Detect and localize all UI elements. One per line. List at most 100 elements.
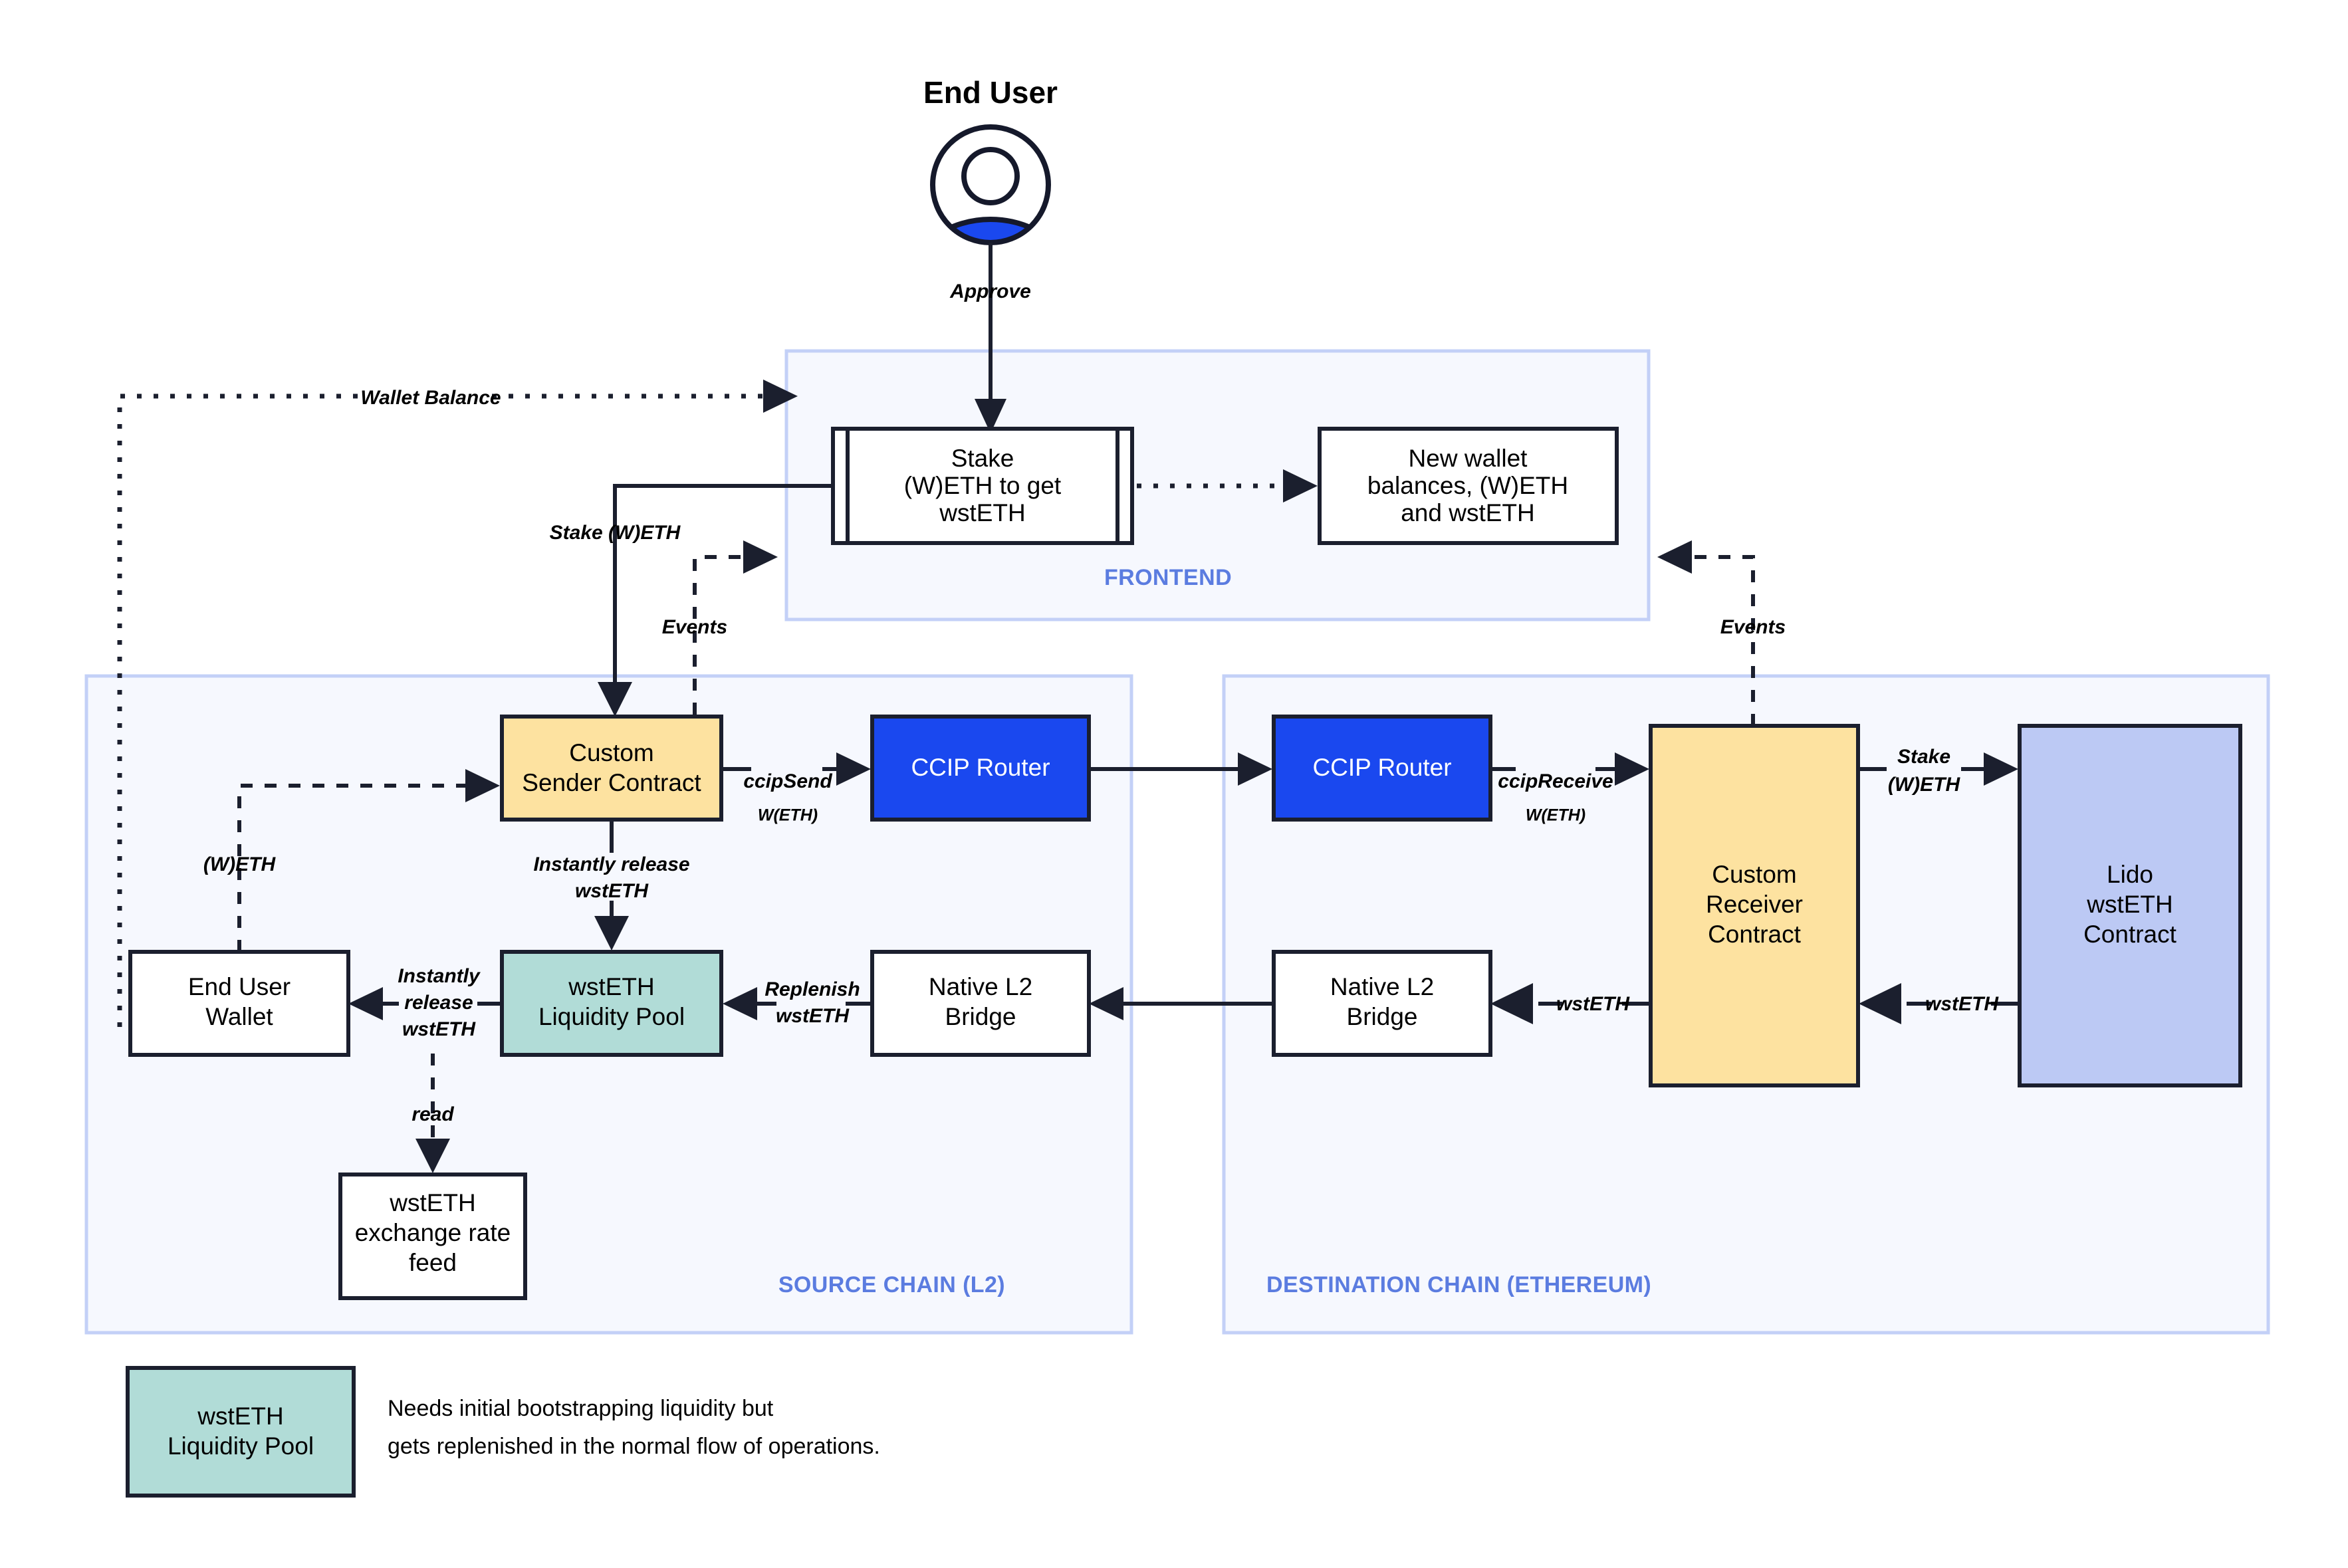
edge-label-read: read	[411, 1103, 454, 1125]
edge-label-wallet-balance: Wallet Balance	[360, 387, 501, 409]
lido-contract-line3: Contract	[2083, 921, 2177, 948]
stake-form-line3: wstETH	[939, 499, 1026, 526]
edge-ccip-send: ccipSend W(ETH)	[721, 752, 871, 825]
ccip-router-source-rect[interactable]	[870, 715, 1091, 822]
legend-swatch-line2: Liquidity Pool	[168, 1432, 314, 1460]
edge-label-ccip-receive-token: W(ETH)	[1526, 806, 1585, 825]
node-ccip-router-dest[interactable]: CCIP Router	[1272, 715, 1492, 822]
rate-feed-line2: exchange rate	[355, 1219, 511, 1246]
stake-form-line2: (W)ETH to get	[904, 472, 1062, 499]
legend: wstETH Liquidity Pool Needs initial boot…	[126, 1366, 880, 1498]
edge-label-events-dest: Events	[1720, 616, 1786, 638]
receiver-contract-line3: Contract	[1708, 921, 1802, 948]
stake-form-rect[interactable]	[831, 427, 1134, 545]
arrow-head-stake-weth	[598, 682, 632, 717]
edge-label-ccip-send: ccipSend	[743, 770, 832, 792]
edge-label-wsteth-lido: wstETH	[1925, 993, 1999, 1015]
edge-events-dest: Events	[1657, 540, 1786, 726]
liquidity-pool-line2: Liquidity Pool	[538, 1003, 685, 1030]
stake-form-line1: Stake	[951, 445, 1014, 472]
receiver-contract-rect[interactable]	[1649, 724, 1860, 1087]
node-sender-contract[interactable]: Custom Sender Contract	[500, 715, 723, 822]
sender-contract-line1: Custom	[569, 739, 653, 766]
node-native-bridge-source[interactable]: Native L2 Bridge	[870, 950, 1091, 1057]
edge-weth-to-sender: (W)ETH	[203, 769, 500, 952]
edge-stake-to-balances	[1137, 469, 1318, 503]
edge-stake-weth-dest: Stake (W)ETH	[1858, 746, 2018, 796]
native-bridge-source-line1: Native L2	[929, 973, 1032, 1000]
rate-feed-rect[interactable]	[338, 1173, 527, 1300]
node-native-bridge-dest[interactable]: Native L2 Bridge	[1272, 950, 1492, 1057]
arrow-head-bridge-to-bridge	[1089, 987, 1123, 1020]
lido-contract-rect[interactable]	[2018, 724, 2242, 1087]
native-bridge-dest-line1: Native L2	[1330, 973, 1434, 1000]
edge-events-source: Events	[662, 540, 778, 715]
node-receiver-contract[interactable]: Custom Receiver Contract	[1649, 724, 1860, 1087]
native-bridge-source-line2: Bridge	[945, 1003, 1016, 1030]
edge-label-weth-to-sender: (W)ETH	[203, 853, 277, 875]
source-chain-panel-label: SOURCE CHAIN (L2)	[778, 1272, 1005, 1297]
edge-stake-weth: Stake (W)ETH	[550, 484, 833, 717]
native-bridge-dest-rect[interactable]	[1272, 950, 1492, 1057]
liquidity-pool-rect[interactable]	[500, 950, 723, 1057]
arrow-head-read	[415, 1139, 450, 1173]
rate-feed-line3: feed	[409, 1249, 457, 1276]
legend-note-line2: gets replenished in the normal flow of o…	[388, 1434, 880, 1459]
arrow-head-replenish	[723, 987, 757, 1020]
edge-label-events-source: Events	[662, 616, 727, 638]
arrow-head-events-dest	[1657, 540, 1692, 574]
ccip-router-dest-rect[interactable]	[1272, 715, 1492, 822]
new-balances-line3: and wstETH	[1401, 499, 1535, 526]
edge-label-instant-release-wallet-1: Instantly	[398, 965, 481, 987]
legend-swatch-line1: wstETH	[197, 1402, 284, 1430]
receiver-contract-line2: Receiver	[1706, 891, 1803, 918]
edge-wsteth-bridge: wstETH	[1490, 983, 1651, 1024]
native-bridge-dest-line2: Bridge	[1347, 1003, 1418, 1030]
edge-label-stake-weth: Stake (W)ETH	[550, 522, 681, 544]
rate-feed-line1: wstETH	[389, 1189, 476, 1216]
arrow-head-stake-to-balances	[1283, 469, 1318, 503]
node-liquidity-pool[interactable]: wstETH Liquidity Pool	[500, 950, 723, 1057]
node-lido-contract[interactable]: Lido wstETH Contract	[2018, 724, 2242, 1087]
legend-note-line1: Needs initial bootstrapping liquidity bu…	[388, 1396, 774, 1421]
liquidity-pool-line1: wstETH	[568, 973, 655, 1000]
edge-label-instant-release-wallet-2: release	[404, 992, 473, 1014]
edge-label-instant-release-wallet-3: wstETH	[402, 1018, 476, 1040]
edge-label-wsteth-bridge: wstETH	[1556, 993, 1630, 1015]
edge-wsteth-lido: wstETH	[1859, 983, 2020, 1024]
new-balances-line2: balances, (W)ETH	[1367, 472, 1568, 499]
edge-instant-release-wallet: Instantly release wstETH	[348, 965, 502, 1040]
edge-router-to-router	[1089, 752, 1272, 786]
lido-contract-line2: wstETH	[2086, 891, 2173, 918]
node-ccip-router-source[interactable]: CCIP Router	[870, 715, 1091, 822]
new-balances-rect[interactable]	[1318, 427, 1619, 545]
arrow-head-instant-release-wallet	[348, 987, 383, 1020]
arrow-head-wallet-balance	[763, 380, 798, 413]
node-new-balances[interactable]: New wallet balances, (W)ETH and wstETH	[1318, 427, 1619, 545]
edge-ccip-receive: ccipReceive W(ETH)	[1490, 752, 1649, 825]
arrow-head-wsteth-lido	[1859, 983, 1901, 1024]
edge-instant-release-pool: Instantly release wstETH	[533, 820, 690, 951]
arrow-head-wsteth-bridge	[1490, 983, 1533, 1024]
edge-approve: Approve	[949, 243, 1031, 433]
edge-label-stake-weth-dest-2: (W)ETH	[1888, 774, 1961, 796]
destination-chain-panel-label: DESTINATION CHAIN (ETHEREUM)	[1266, 1272, 1651, 1297]
edge-label-replenish-1: Replenish	[764, 978, 860, 1000]
arrow-head-instant-release-pool	[594, 916, 629, 951]
ccip-router-dest-label: CCIP Router	[1312, 754, 1451, 781]
edge-label-replenish-2: wstETH	[776, 1005, 850, 1027]
frontend-panel-label: FRONTEND	[1104, 565, 1232, 590]
lido-contract-line1: Lido	[2107, 861, 2153, 888]
new-balances-line1: New wallet	[1409, 445, 1528, 472]
receiver-contract-line1: Custom	[1712, 861, 1796, 888]
node-stake-form[interactable]: Stake (W)ETH to get wstETH	[831, 427, 1134, 545]
end-user-title: End User	[923, 75, 1058, 110]
node-end-user-wallet[interactable]: End User Wallet	[128, 950, 350, 1057]
node-rate-feed[interactable]: wstETH exchange rate feed	[338, 1173, 527, 1300]
edge-label-instant-release-pool-2: wstETH	[575, 880, 649, 902]
sender-contract-rect[interactable]	[500, 715, 723, 822]
arrow-head-stake-weth-dest	[1984, 752, 2018, 786]
ccip-router-source-label: CCIP Router	[911, 754, 1050, 781]
arrow-head-router-to-router	[1238, 752, 1272, 786]
